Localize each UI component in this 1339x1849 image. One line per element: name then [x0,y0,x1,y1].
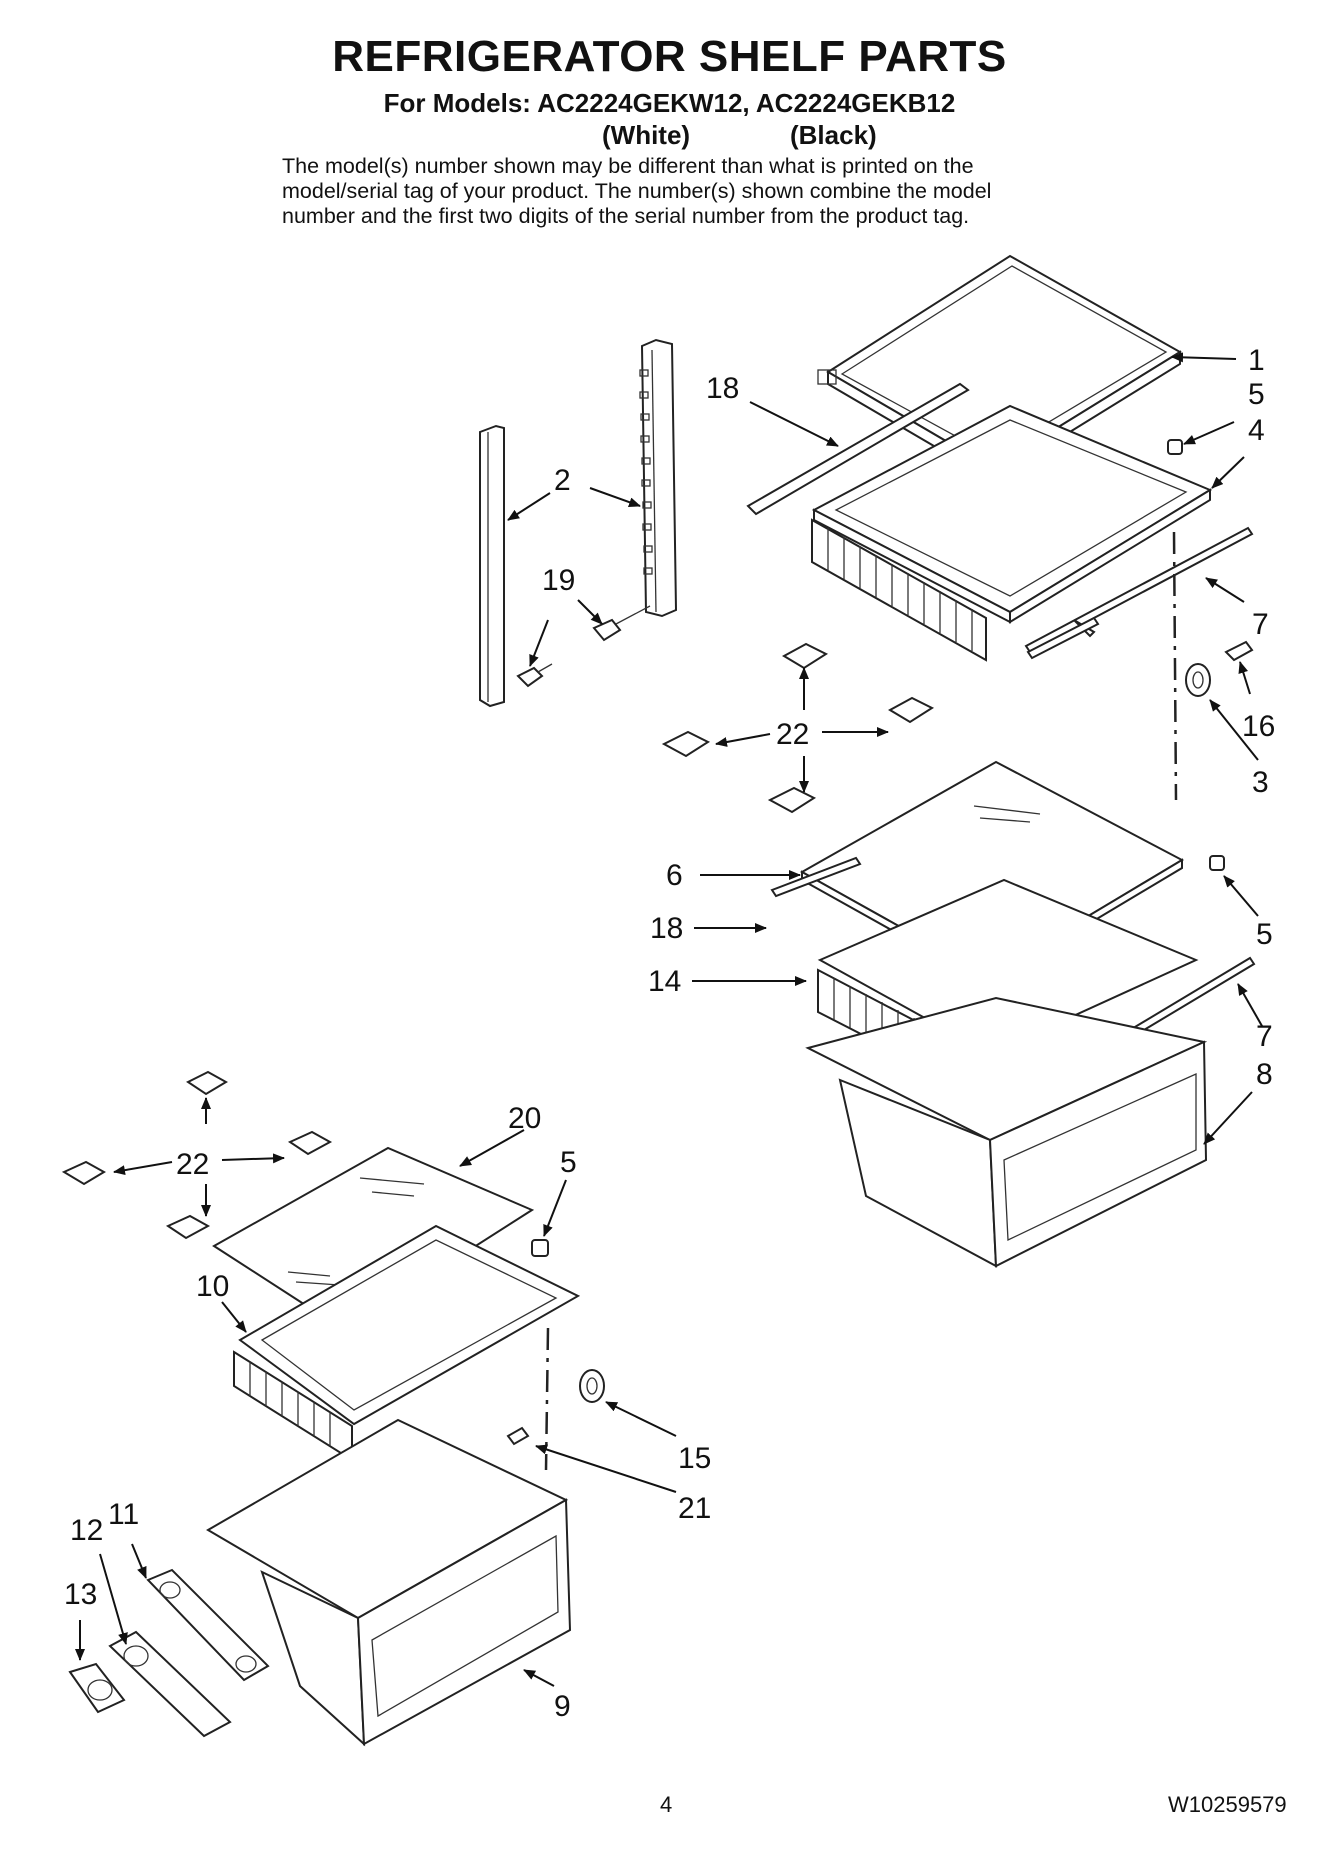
callout-3: 3 [1252,766,1269,799]
callout-1: 1 [1248,344,1265,377]
alignment-line-top [1172,531,1178,801]
clip-5-middle [1209,855,1225,871]
crisper-drawer-9 [206,1418,572,1747]
callout-2: 2 [554,464,571,497]
shelf-glide-22-d [767,786,817,814]
crisper-drawer-8 [805,996,1208,1268]
callout-5-top: 5 [1248,378,1265,411]
callout-18-top: 18 [706,372,739,405]
shelf-rail-right [639,338,678,618]
humidity-knob-13 [68,1662,126,1714]
page-title: REFRIGERATOR SHELF PARTS [332,32,1007,81]
shelf-glide-22-c [887,696,935,724]
callout-21: 21 [678,1492,711,1525]
screw-19-b [592,605,651,642]
callout-19: 19 [542,564,575,597]
callout-arrows [75,352,1263,1687]
callout-22-upper: 22 [776,718,809,751]
crisper-cover-frame-4 [811,404,1213,662]
shelf-glide-22-h [165,1214,211,1240]
callout-12: 12 [70,1514,103,1547]
color-black-label: (Black) [790,120,877,150]
screw-16 [1224,640,1254,662]
crisper-cover-frame-10 [233,1224,581,1462]
shelf-trim-7-bottom-top [1026,616,1100,660]
shelf-glide-22-b [661,730,711,758]
callout-9: 9 [554,1690,571,1723]
shelf-rail-left [479,424,505,708]
callout-7-top: 7 [1252,608,1269,641]
model-note-line: number and the first two digits of the s… [282,204,970,228]
callout-5-lower: 5 [560,1146,577,1179]
shelf-glide-22-f [61,1160,106,1186]
model-note: The model(s) number shown may be differe… [282,154,1102,229]
model-note-line: model/serial tag of your product. The nu… [282,179,992,203]
screw-19-a [516,663,553,688]
shelf-glide-22-g [287,1130,333,1156]
callout-16: 16 [1242,710,1275,743]
screw-21 [506,1426,530,1446]
humidity-slide-11 [146,1568,270,1682]
shelf-glide-22-a [781,642,829,670]
callout-7-middle: 7 [1256,1020,1273,1053]
models-subtitle: For Models: AC2224GEKW12, AC2224GEKB12 [383,88,956,118]
shelf-trim-18-middle [770,856,862,898]
callout-13: 13 [64,1578,97,1611]
clip-5-lower [531,1239,549,1257]
model-note-line: The model(s) number shown may be differe… [282,154,974,178]
shelf-glide-22-e [186,1070,228,1096]
color-white-label: (White) [602,120,691,150]
callout-20: 20 [508,1102,541,1135]
callout-5-middle: 5 [1256,918,1273,951]
page-number: 4 [660,1792,673,1817]
callout-4: 4 [1248,414,1265,447]
document-code: W10259579 [1168,1792,1287,1817]
callout-18-middle: 18 [650,912,683,945]
shelf-trim-18-top [746,382,970,516]
callout-labels: 1 5 4 18 2 19 7 16 3 22 6 18 5 14 7 8 20… [64,344,1275,1723]
callout-22-lower: 22 [176,1148,209,1181]
callout-15: 15 [678,1442,711,1475]
callout-8: 8 [1256,1058,1273,1091]
callout-6: 6 [666,859,683,892]
nut-15 [579,1369,605,1403]
callout-10: 10 [196,1270,229,1303]
clip-5-top [1167,439,1183,455]
callout-14: 14 [648,965,681,998]
callout-11: 11 [108,1498,139,1531]
nut-3 [1185,663,1211,697]
